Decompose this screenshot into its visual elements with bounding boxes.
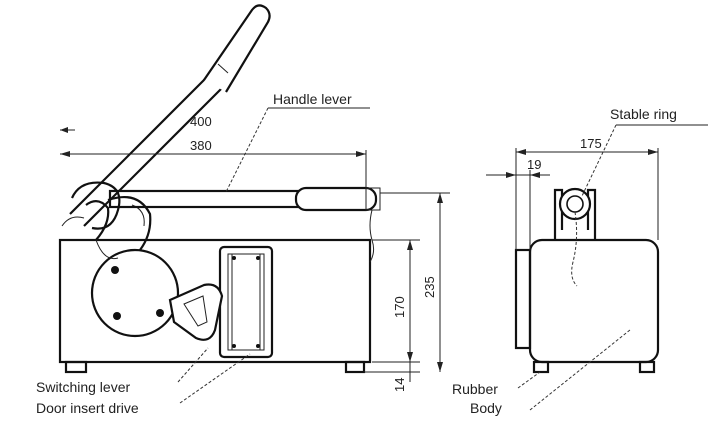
leader-switching-lever bbox=[177, 347, 209, 383]
stable-ring-mount bbox=[553, 187, 597, 287]
side-body-box bbox=[58, 238, 372, 364]
dim-175: 175 bbox=[515, 136, 659, 250]
front-view: 175 19 bbox=[486, 124, 708, 411]
dim-235: 235 bbox=[380, 192, 450, 372]
switching-disc bbox=[90, 248, 180, 338]
dim-380-text: 380 bbox=[190, 138, 212, 153]
dim-19: 19 bbox=[486, 157, 550, 250]
door-insert-drive-window bbox=[218, 245, 274, 359]
leader-door-insert bbox=[179, 353, 251, 404]
dim-170-text: 170 bbox=[392, 296, 407, 318]
dim-235-text: 235 bbox=[422, 276, 437, 298]
foot-right bbox=[344, 360, 366, 374]
leader-body bbox=[529, 329, 631, 411]
front-body-box bbox=[528, 238, 660, 364]
leader-handle-lever bbox=[225, 107, 269, 193]
front-foot-left bbox=[532, 360, 550, 374]
switching-lever bbox=[168, 283, 224, 341]
label-rubber: Rubber bbox=[452, 381, 498, 397]
dim-14-text: 14 bbox=[392, 378, 407, 392]
label-stable-ring: Stable ring bbox=[610, 106, 677, 122]
label-body: Body bbox=[470, 400, 502, 416]
dim-380: 380 bbox=[60, 138, 367, 188]
handle-lever-drawing bbox=[69, 4, 271, 227]
dim-400: 400 bbox=[60, 114, 212, 133]
front-foot-right bbox=[638, 360, 656, 374]
dim-19-text: 19 bbox=[527, 157, 541, 172]
side-view: 400 380 235 170 bbox=[58, 4, 450, 404]
label-handle-lever: Handle lever bbox=[273, 91, 352, 107]
leader-rubber bbox=[517, 371, 541, 389]
pivot-mechanism bbox=[61, 181, 152, 260]
leader-stable-ring bbox=[581, 124, 617, 197]
dim-14: 14 bbox=[364, 361, 420, 392]
dim-400-text: 400 bbox=[190, 114, 212, 129]
foot-left bbox=[64, 360, 88, 374]
label-door-insert-drive: Door insert drive bbox=[36, 400, 139, 416]
label-switching-lever: Switching lever bbox=[36, 379, 130, 395]
dim-170: 170 bbox=[372, 239, 420, 362]
dim-175-text: 175 bbox=[580, 136, 602, 151]
front-side-plate bbox=[514, 248, 532, 350]
